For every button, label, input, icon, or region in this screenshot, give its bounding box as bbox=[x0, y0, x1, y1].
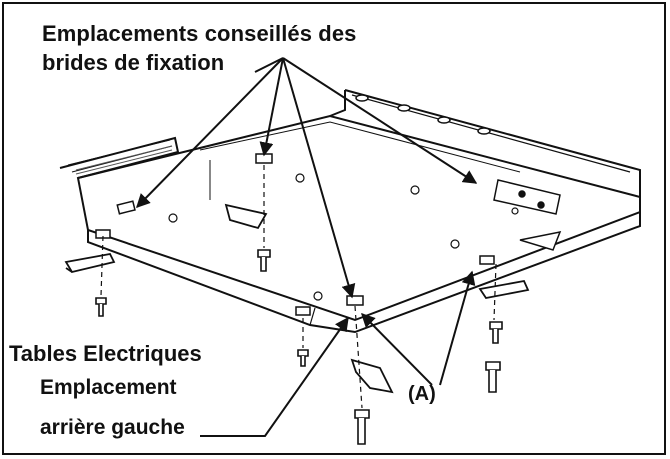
left-grille bbox=[75, 145, 173, 175]
title-callout-arrows bbox=[136, 57, 478, 299]
assembly-dashes bbox=[100, 165, 497, 409]
title-line-2: brides de fixation bbox=[42, 50, 225, 75]
bracket-clip-icon bbox=[64, 203, 530, 394]
diagram-frame bbox=[2, 2, 666, 455]
location-label-line-2: arrière gauche bbox=[40, 416, 185, 439]
callout-a-arrows bbox=[361, 270, 476, 386]
section-label: Tables Electriques bbox=[9, 341, 202, 366]
title-line-1: Emplacements conseillés des bbox=[42, 21, 357, 46]
mount-holes bbox=[168, 173, 519, 301]
bracket-slots bbox=[95, 153, 562, 316]
screw-icon bbox=[95, 249, 503, 445]
tray-body bbox=[59, 89, 641, 334]
location-label-line-1: Emplacement bbox=[40, 376, 177, 399]
right-wall-knobs bbox=[355, 94, 491, 135]
location-leader bbox=[200, 316, 349, 437]
callout-a-label: (A) bbox=[408, 383, 436, 405]
